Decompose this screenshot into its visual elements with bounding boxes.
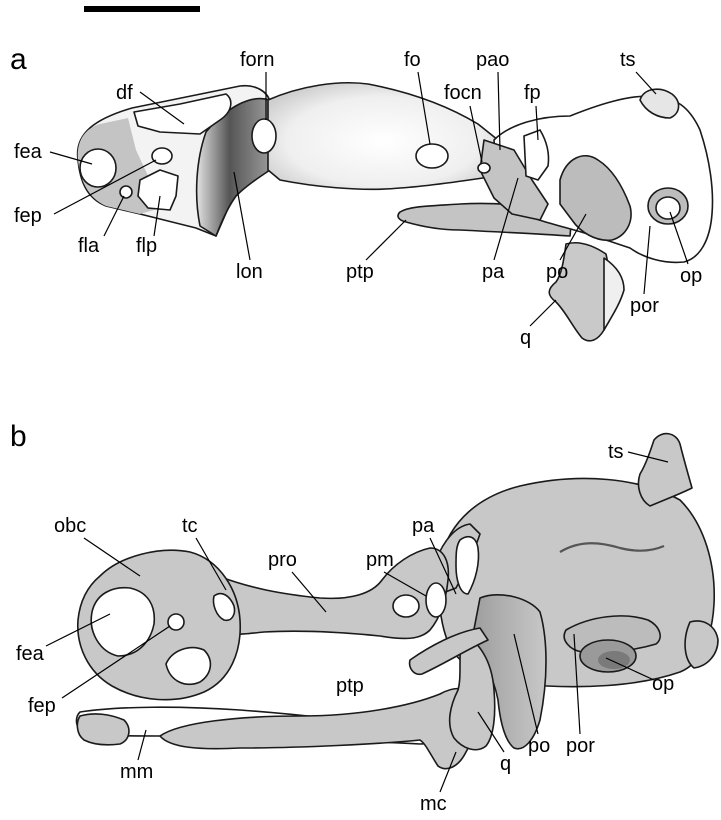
panel-b-label-po: po [528,735,550,757]
panel-b-label-fea: fea [16,643,45,665]
panel-a-quadrate-lower [604,258,624,330]
panel-b-label-mc: mc [420,793,447,815]
panel-b-label-tc: tc [182,515,198,537]
panel-a-fo-foramen [416,144,448,168]
panel-a-label-ts: ts [620,49,636,71]
panel-a-label-forn: forn [240,49,274,71]
panel-a-fla-foramen [120,186,132,198]
panel-a-leader-ts [636,72,656,94]
panel-b-pm-foramen-2 [426,583,446,617]
panel-a-label-fla: fla [78,235,100,257]
panel-a-label-df: df [116,82,133,104]
panel-b-occipital-lobe [685,621,718,668]
panel-b-mc [160,689,479,769]
panel-b-label-pro: pro [268,549,297,571]
panel-a-label-pao: pao [476,49,509,71]
panel-b-label-mm: mm [120,761,153,783]
panel-b-label-ptp: ptp [336,675,364,697]
panel-a-letter: a [10,43,27,76]
panel-b-ts-spike [638,434,692,506]
panel-a-label-flp: flp [136,235,157,257]
panel-b-label-fep: fep [28,695,56,717]
panel-b-mm [77,714,129,745]
panel-a-quadrate [549,243,611,341]
panel-a-leader-ptp [366,220,406,260]
panel-a-leader-q [530,300,556,326]
panel-a-label-por: por [630,295,659,317]
panel-a-fea-foramen [80,149,116,187]
panel-a-fep-foramen [152,148,172,164]
panel-a-label-po: po [546,261,568,283]
panel-a-label-pa: pa [482,261,505,283]
panel-a-skull [78,83,713,341]
panel-a-label-lon: lon [236,261,263,283]
panel-a-label-q: q [520,327,531,349]
scale-bar [84,6,200,12]
panel-b-label-pm: pm [366,549,394,571]
panel-b-label-q: q [500,753,511,775]
panel-a-label-focn: focn [444,82,482,104]
panel-a-label-fp: fp [524,82,541,104]
panel-b-label-pa: pa [412,515,435,537]
panel-a-forn-foramen [252,119,276,153]
panel-a-label-fo: fo [404,49,421,71]
panel-b-label-ts: ts [608,441,624,463]
panel-a-label-fea: fea [14,141,43,163]
panel-b-label-obc: obc [54,515,86,537]
panel-b-pro-bar [218,548,448,638]
panel-b-label-por: por [566,735,595,757]
panel-a-label-ptp: ptp [346,261,374,283]
panel-a-label-op: op [680,265,702,287]
panel-b-fep-foramen [168,614,184,630]
panel-b-letter: b [10,420,27,453]
panel-a-label-fep: fep [14,205,42,227]
panel-b-label-op: op [652,673,674,695]
panel-b-skull [77,434,718,769]
panel-a-focn-foramen [478,163,490,173]
panel-b-pm-foramen [393,595,419,617]
panel-a-op-inner [656,197,680,219]
